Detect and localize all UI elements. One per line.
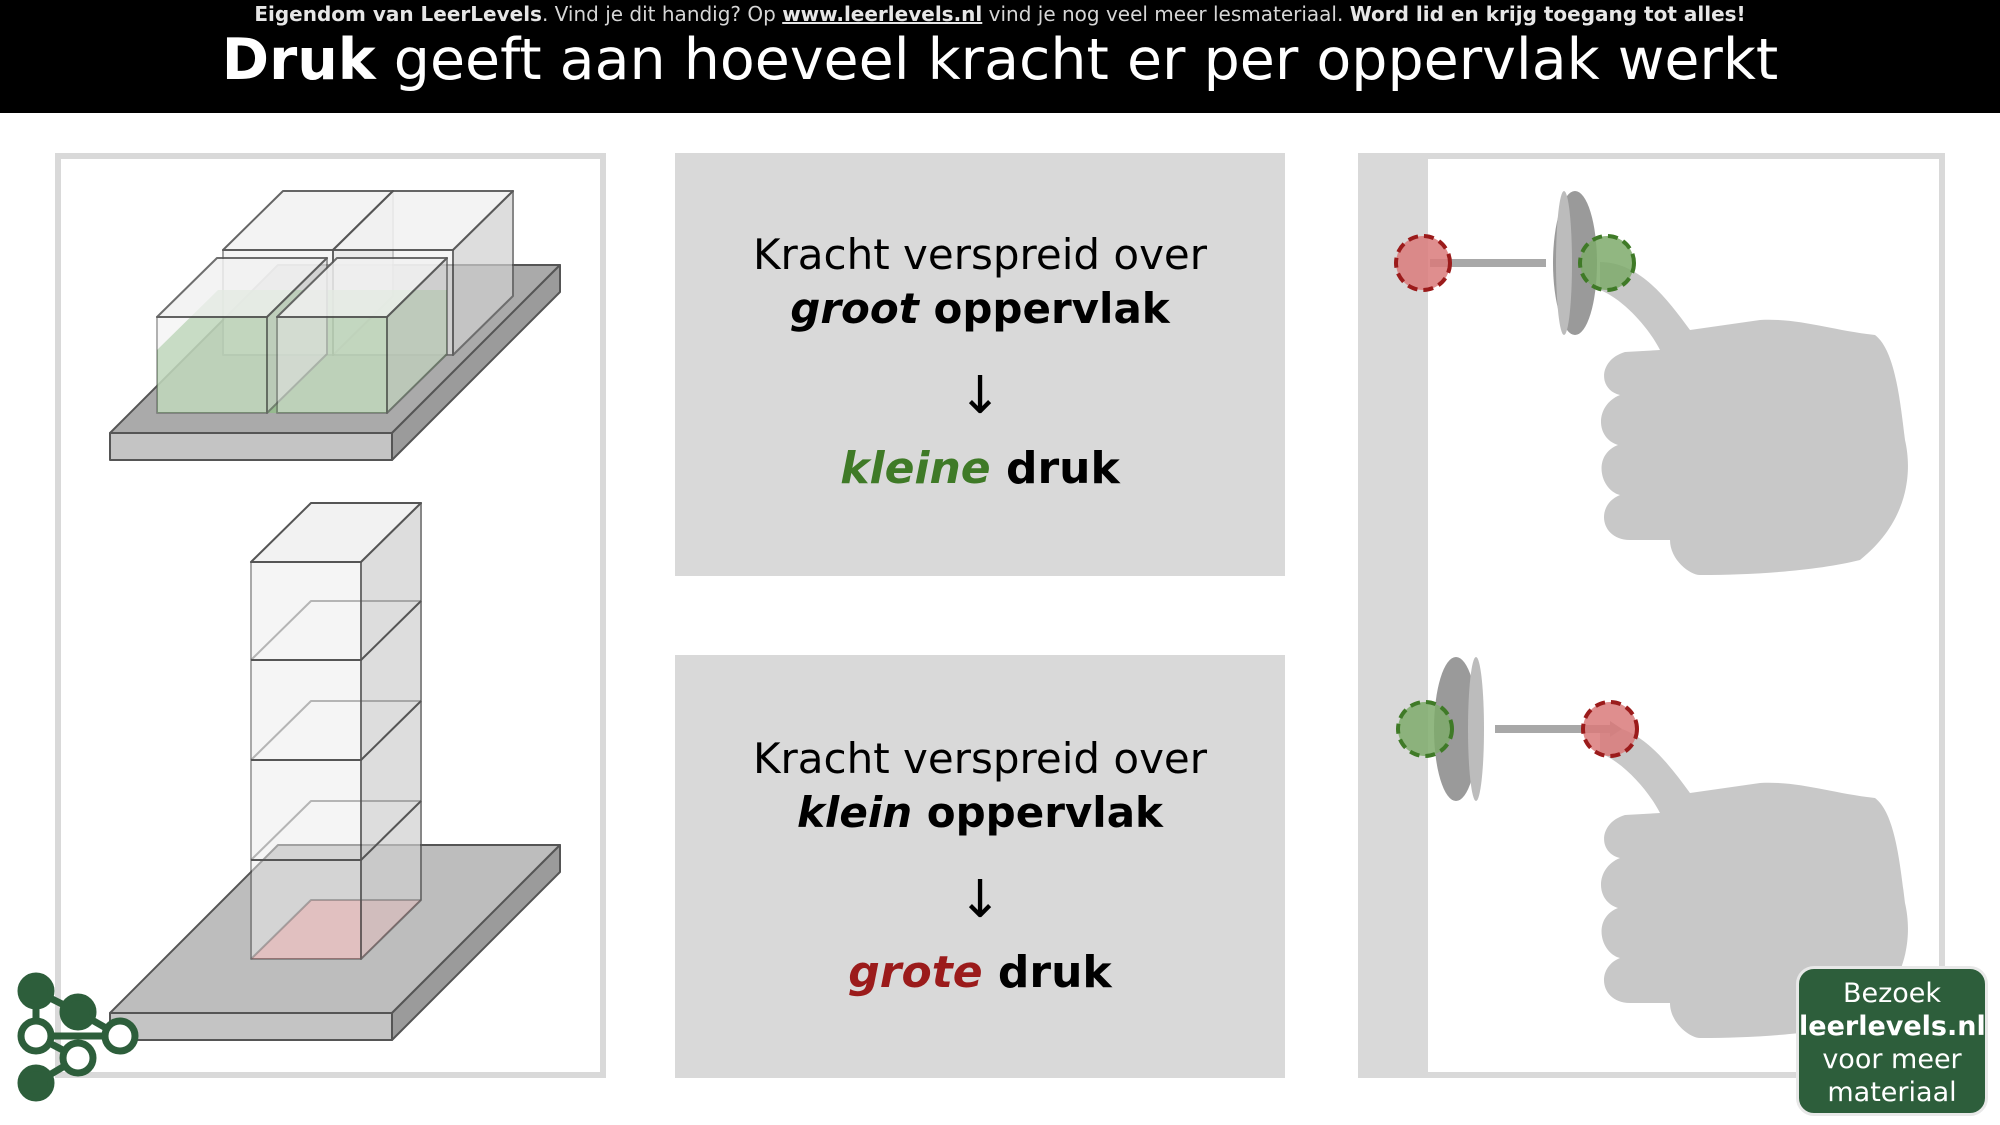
info-box-large-area: Kracht verspreid over groot oppervlak ↓ … — [675, 153, 1285, 576]
title-keyword: Druk — [221, 27, 376, 93]
wall-strip — [1358, 153, 1428, 1078]
cube-front-left — [156, 257, 328, 414]
credit-cta: Word lid en krijg toegang tot alles! — [1349, 2, 1746, 26]
credit-line: Eigendom van LeerLevels. Vind je dit han… — [0, 2, 2000, 26]
visit-line3: voor meer — [1822, 1044, 1962, 1075]
box-top-line2: groot oppervlak — [675, 283, 1285, 335]
pushpin-icon — [1396, 657, 1639, 801]
leerlevels-logo-icon — [17, 972, 139, 1102]
visit-line1: Bezoek — [1842, 978, 1942, 1009]
info-box-small-area: Kracht verspreid over klein oppervlak ↓ … — [675, 655, 1285, 1078]
plate-top-side — [391, 264, 561, 461]
box-top-area-word: groot — [790, 284, 919, 333]
thumb-hand-icon — [1600, 262, 1908, 575]
credit-after: vind je nog veel meer lesmateriaal. — [982, 2, 1350, 26]
cube-front-right — [276, 257, 448, 414]
thumb-hand-icon — [1600, 725, 1908, 1038]
plate-bottom-side — [391, 844, 561, 1041]
box-top-line1: Kracht verspreid over — [752, 230, 1208, 279]
page-title: Druk geeft aan hoeveel kracht er per opp… — [0, 24, 2000, 96]
box-bottom-pressure-word: grote — [848, 947, 983, 998]
box-bottom-area-rest: oppervlak — [912, 788, 1163, 837]
box-top-area-rest: oppervlak — [918, 284, 1170, 333]
box-bottom-line1: Kracht verspreid over — [752, 734, 1208, 783]
box-bottom-result: grote druk — [675, 947, 1285, 999]
down-arrow-icon: ↓ — [958, 366, 1002, 426]
credit-middle: . Vind je dit handig? Op — [541, 2, 783, 26]
box-top-result: kleine druk — [675, 443, 1285, 495]
website-link[interactable]: www.leerlevels.nl — [782, 2, 983, 26]
box-top-pressure-word: kleine — [840, 443, 991, 494]
visit-line4: materiaal — [1827, 1077, 1957, 1108]
visit-badge[interactable]: Bezoek leerlevels.nl voor meer materiaal — [1796, 966, 1988, 1116]
header-bar: Eigendom van LeerLevels. Vind je dit han… — [0, 0, 2000, 113]
box-bottom-line2: klein oppervlak — [675, 787, 1285, 839]
credit-owner: Eigendom van LeerLevels — [254, 2, 542, 26]
pushpin-icon — [1394, 191, 1636, 335]
title-rest: geeft aan hoeveel kracht er per oppervla… — [375, 27, 1779, 93]
box-bottom-area-word: klein — [797, 788, 913, 837]
cube-stack — [250, 502, 422, 960]
visit-line2: leerlevels.nl — [1799, 1011, 1986, 1042]
box-top-pressure-rest: druk — [990, 443, 1120, 494]
box-bottom-pressure-rest: druk — [982, 947, 1112, 998]
down-arrow-icon: ↓ — [958, 870, 1002, 930]
